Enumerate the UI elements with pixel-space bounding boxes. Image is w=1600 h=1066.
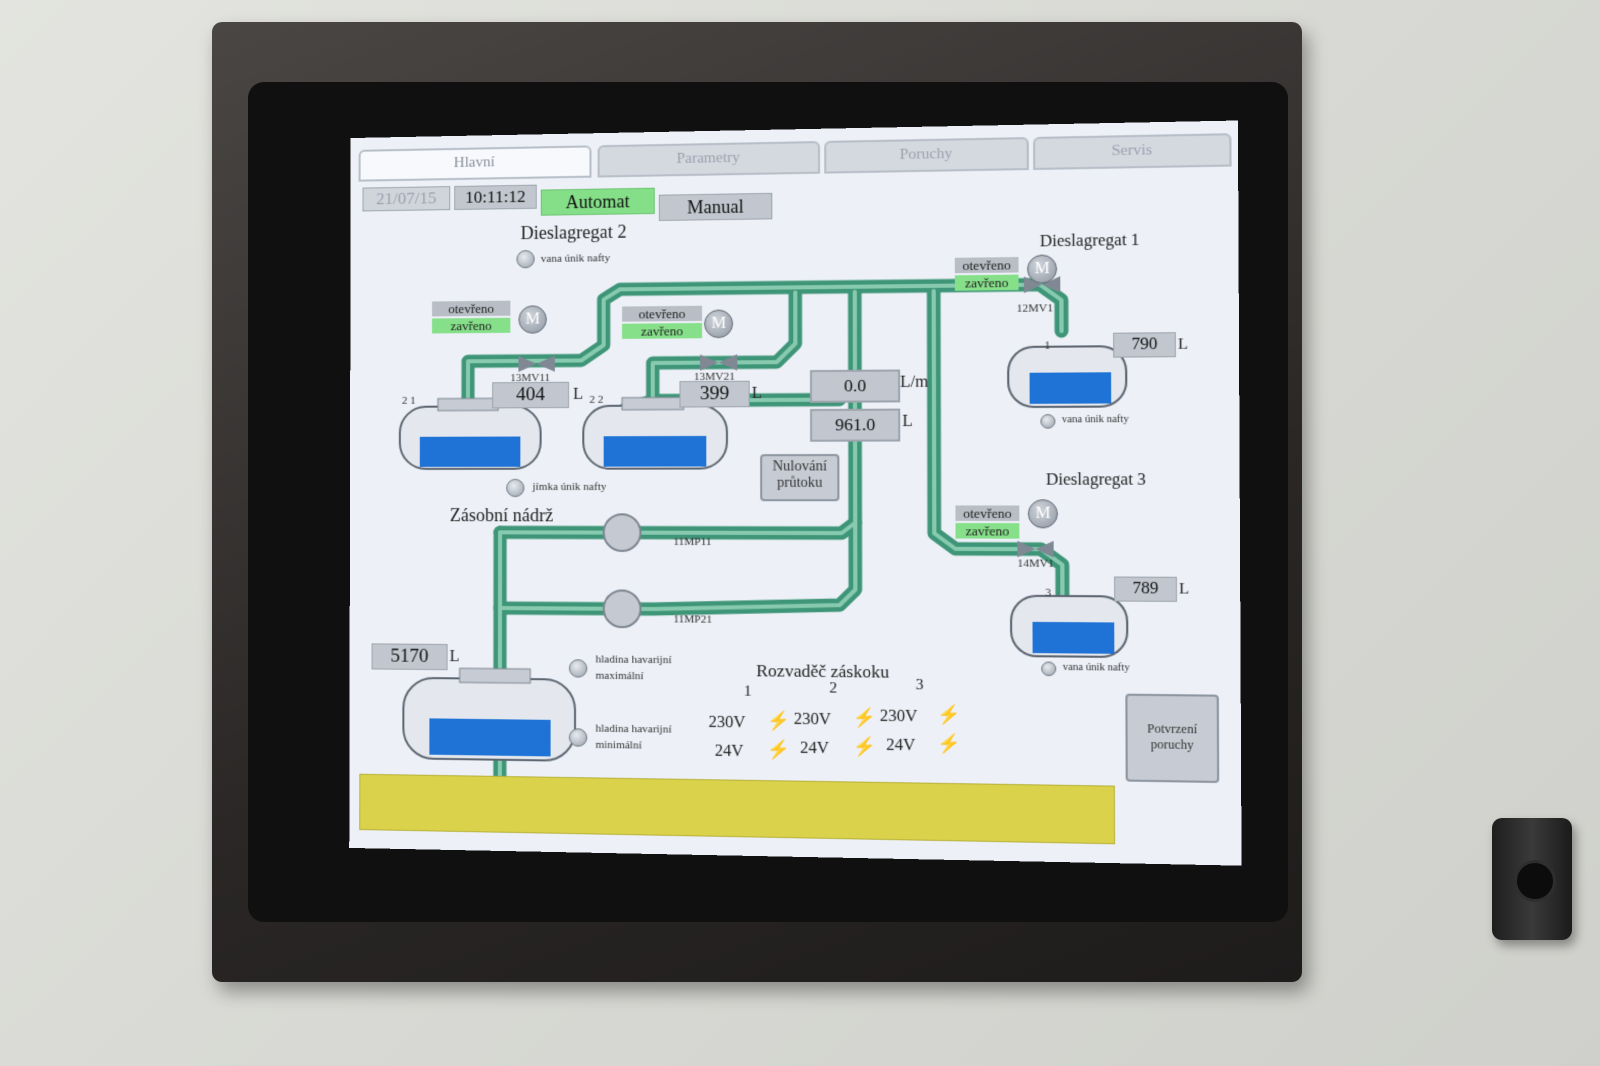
switch-3-24v-lightning-icon: ⚡ bbox=[936, 733, 961, 755]
switch-1-24v-lightning-icon: ⚡ bbox=[766, 739, 791, 760]
flow-total-unit: L bbox=[902, 412, 913, 431]
tank-3-unit: L bbox=[1179, 580, 1190, 598]
tank-22-id: 2 2 bbox=[589, 393, 604, 406]
level-max-label-1: hladina havarijní bbox=[595, 653, 672, 667]
gen2-title: Dieslagregat 2 bbox=[520, 221, 627, 244]
valve-14mv1-open-status: otevřeno bbox=[955, 505, 1020, 522]
gen2-sump-label: jímka únik nafty bbox=[532, 480, 607, 494]
switch-3-230v: 230V bbox=[879, 707, 918, 726]
gen1-title: Dieslagregat 1 bbox=[1039, 231, 1140, 251]
level-min-label-1: hladina havarijní bbox=[595, 722, 672, 736]
valve-12mv1-open-status: otevřeno bbox=[954, 256, 1019, 274]
level-min-label-2: minimální bbox=[595, 738, 642, 752]
level-min-indicator bbox=[568, 728, 588, 747]
tank-1-level: 790 bbox=[1113, 332, 1176, 358]
storage-tank-level: 5170 bbox=[371, 643, 448, 671]
switch-3-24v: 24V bbox=[886, 736, 916, 755]
acknowledge-fault-button[interactable]: Potvrzení poruchy bbox=[1125, 693, 1220, 784]
pump-11mp21-label: 11MP21 bbox=[673, 613, 713, 626]
latch-key-hole bbox=[1514, 860, 1556, 902]
valve-13mv11-open-status: otevřeno bbox=[432, 300, 511, 317]
gen1-leak-label: vana únik nafty bbox=[1061, 413, 1129, 426]
switch-2-24v-lightning-icon: ⚡ bbox=[852, 736, 877, 758]
switchboard-col-2: 2 bbox=[829, 680, 838, 697]
gen3-title: Dieslagregat 3 bbox=[1045, 471, 1146, 489]
switch-2-24v: 24V bbox=[800, 739, 829, 758]
valve-13mv21-open-status: otevřeno bbox=[622, 305, 703, 322]
ack-label-2: poruchy bbox=[1150, 736, 1194, 753]
gen3-leak-indicator bbox=[1041, 661, 1057, 677]
flow-rate-unit: L/m bbox=[900, 373, 929, 392]
valve-14mv1-label: 14MV1 bbox=[1017, 557, 1055, 570]
gen2-leak-label: vana únik nafty bbox=[540, 252, 611, 266]
valve-12mv1-motor-icon[interactable]: M bbox=[1027, 254, 1058, 284]
valve-14mv1-motor-icon[interactable]: M bbox=[1027, 499, 1058, 529]
switchboard-col-1: 1 bbox=[743, 683, 752, 700]
cabinet-door-latch[interactable] bbox=[1492, 818, 1572, 940]
level-max-label-2: maximální bbox=[595, 669, 644, 683]
hmi-screen: Hlavní Parametry Poruchy Servis 21/07/15… bbox=[349, 120, 1242, 866]
tank-21-id: 2 1 bbox=[401, 394, 416, 407]
tank-21-level: 404 bbox=[492, 381, 570, 409]
gen2-sump-indicator bbox=[506, 478, 525, 498]
ack-label-1: Potvrzení bbox=[1147, 721, 1198, 737]
pump-11mp11-label: 11MP11 bbox=[673, 535, 712, 549]
flow-rate-display: 0.0 bbox=[809, 369, 901, 403]
flow-reset-button[interactable]: Nulování průtoku bbox=[760, 454, 840, 502]
tank-1-unit: L bbox=[1177, 336, 1189, 354]
level-max-indicator bbox=[568, 659, 588, 678]
tank-22-unit: L bbox=[751, 384, 762, 403]
storage-tank-title: Zásobní nádrž bbox=[449, 505, 554, 526]
switch-3-230v-lightning-icon: ⚡ bbox=[936, 704, 961, 726]
valve-12mv1-closed-status: zavřeno bbox=[954, 274, 1019, 291]
switch-2-230v-lightning-icon: ⚡ bbox=[852, 707, 877, 729]
tank-1-id: 1 bbox=[1044, 339, 1051, 352]
switch-2-230v: 230V bbox=[793, 710, 831, 729]
tank-22-level: 399 bbox=[679, 380, 750, 408]
tank-3-id: 3 bbox=[1045, 586, 1052, 600]
valve-12mv1-label: 12MV1 bbox=[1016, 302, 1054, 315]
valve-13mv21-motor-icon[interactable]: M bbox=[704, 309, 734, 339]
tank-21-unit: L bbox=[573, 385, 584, 403]
switch-1-230v: 230V bbox=[708, 713, 746, 732]
pipe-network bbox=[349, 121, 1241, 866]
flow-total-display: 961.0 bbox=[810, 408, 901, 442]
gen1-leak-indicator bbox=[1040, 414, 1056, 429]
switch-1-230v-lightning-icon: ⚡ bbox=[766, 710, 791, 732]
valve-13mv21-closed-status: zavřeno bbox=[622, 322, 703, 339]
switchboard-title: Rozvaděč záskoku bbox=[756, 660, 890, 682]
gen3-leak-label: vana únik nafty bbox=[1062, 661, 1130, 674]
flow-reset-label-2: průtoku bbox=[777, 475, 823, 491]
storage-tank-unit: L bbox=[449, 648, 460, 666]
switchboard-col-3: 3 bbox=[915, 676, 924, 694]
flow-reset-label-1: Nulování bbox=[772, 459, 827, 475]
valve-14mv1-closed-status: zavřeno bbox=[955, 523, 1020, 539]
valve-13mv11-motor-icon[interactable]: M bbox=[518, 305, 547, 334]
tank-3-level: 789 bbox=[1114, 576, 1177, 602]
valve-13mv11-closed-status: zavřeno bbox=[431, 317, 511, 334]
switch-1-24v: 24V bbox=[714, 742, 744, 761]
